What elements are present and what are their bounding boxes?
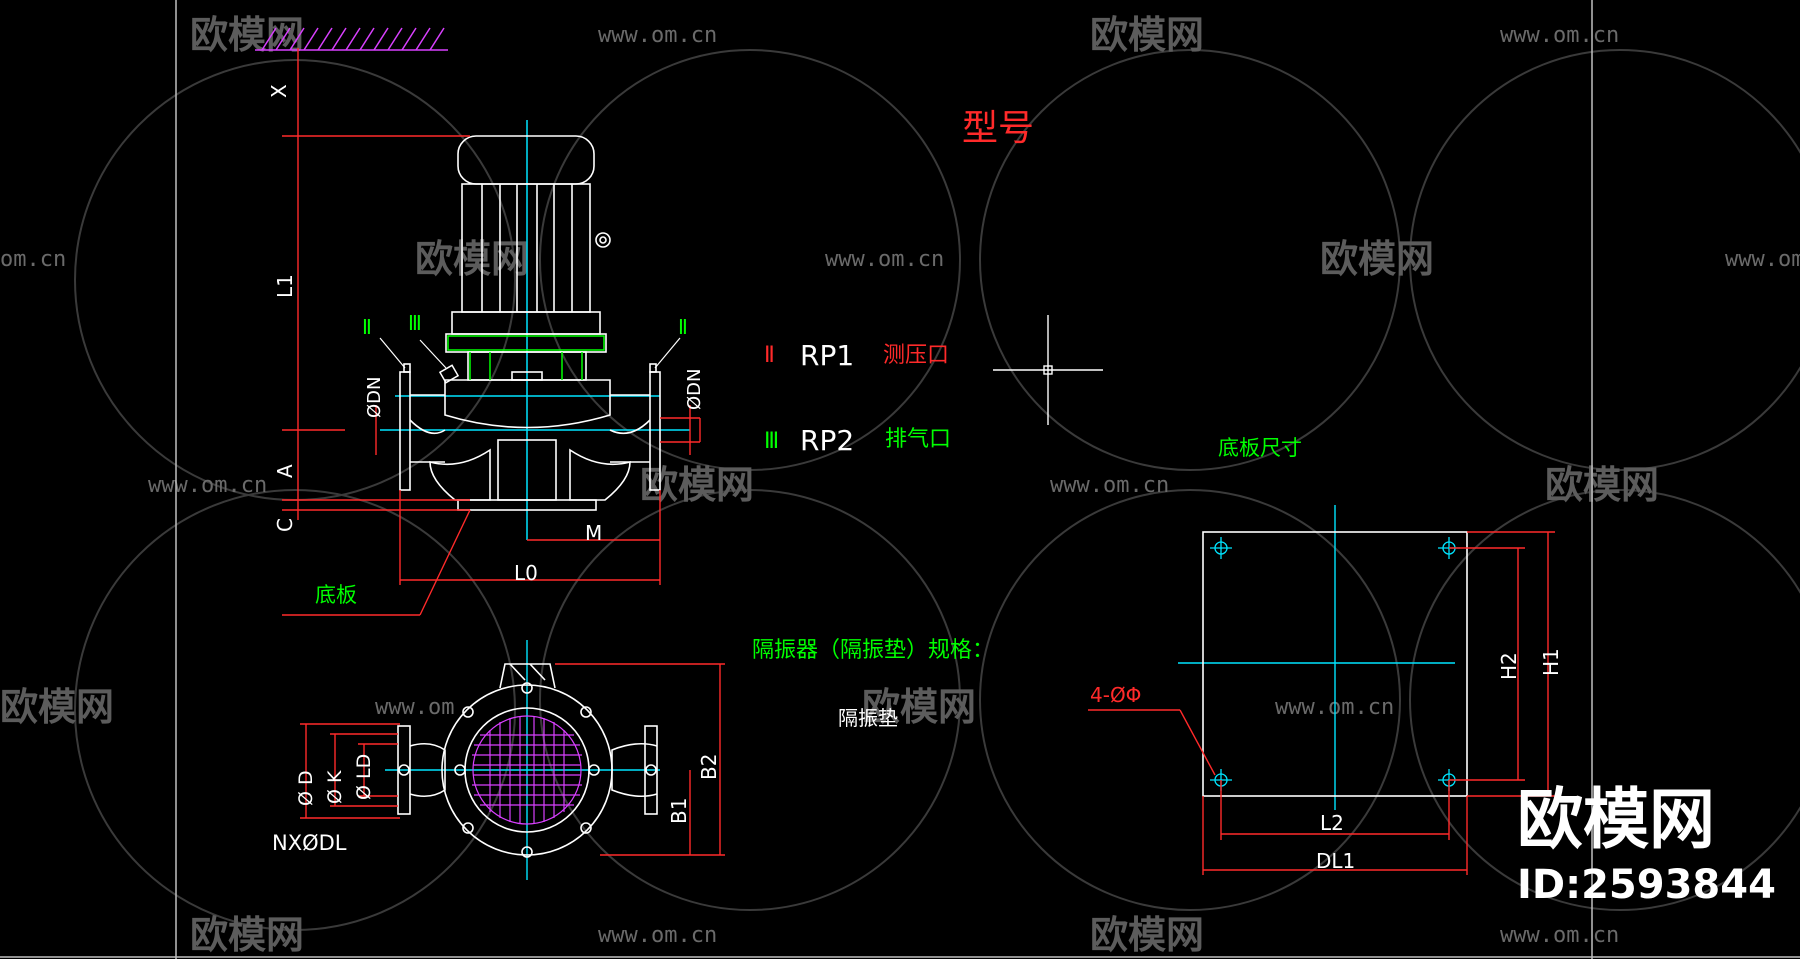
impeller-grid <box>472 715 582 825</box>
rp2-roman: Ⅲ <box>764 429 779 454</box>
dim-x-label: X <box>267 84 291 98</box>
watermark-brand: 欧模网 <box>1320 237 1434 281</box>
port-ii-right-label: Ⅱ <box>678 315 688 339</box>
watermark-url: www.om <box>375 695 454 720</box>
dim-b1-label: B1 <box>667 798 691 824</box>
dim-c-label: C <box>273 518 297 532</box>
dim-nxdl-label: NXØDL <box>272 831 347 855</box>
watermark-url: www.om.cn <box>1500 923 1619 948</box>
watermark-url: www.om.cn <box>825 247 944 272</box>
isolator-pad-label: 隔振垫 <box>838 706 898 730</box>
watermark-url: om.cn <box>0 247 66 272</box>
cad-crosshair-cursor <box>993 315 1103 425</box>
watermark-brand: 欧模网 <box>0 685 114 729</box>
dim-ld-label: Ø LD <box>353 754 375 800</box>
dim-h1-label: H1 <box>1539 648 1563 676</box>
watermark-url: www.om.cn <box>1500 23 1619 48</box>
front-view-dimensions <box>282 48 701 616</box>
dim-l1-label: L1 <box>273 274 297 298</box>
watermark-brand: 欧模网 <box>862 685 976 729</box>
dim-m-label: M <box>585 521 602 545</box>
rp2-code: RP2 <box>800 424 854 457</box>
pump-top-view: Ø D Ø K Ø LD B1 B2 NXØDL <box>272 640 725 880</box>
dim-dn-right-label: ØDN <box>684 369 705 411</box>
watermark-brand: 欧模网 <box>640 463 754 507</box>
wall-hatch <box>255 27 448 51</box>
baseplate-label: 底板 <box>315 583 357 607</box>
watermark-brand: 欧模网 <box>1090 913 1204 957</box>
rp1-desc: 测压口 <box>883 343 949 368</box>
baseplate-view: 底板尺寸 H2 H1 L2 <box>1088 436 1563 875</box>
badge-id: ID:2593844 <box>1517 862 1776 908</box>
watermark-brand: 欧模网 <box>1090 13 1204 57</box>
watermark-url: www.om.cn <box>598 923 717 948</box>
dim-k-label: Ø K <box>324 770 346 804</box>
model-title: 型号 <box>962 108 1034 149</box>
pump-front-view: Ⅱ Ⅲ Ⅱ <box>362 120 690 540</box>
front-view-dim-text: X L1 A C M L0 ØDN ØDN 底板 <box>267 84 705 607</box>
dim-dn-left-label: ØDN <box>364 377 385 419</box>
watermark-url: www.om.cn <box>1725 247 1800 272</box>
badge-title: 欧模网 <box>1517 781 1715 858</box>
dim-dl1-label: DL1 <box>1316 849 1355 873</box>
site-badge: 欧模网 ID:2593844 <box>1517 781 1776 908</box>
dim-h2-label: H2 <box>1497 652 1521 680</box>
watermark-url: www.om.cn <box>148 473 267 498</box>
port-ii-left-label: Ⅱ <box>362 315 372 339</box>
watermark-url: www.om.cn <box>1050 473 1169 498</box>
watermark-brand: 欧模网 <box>415 237 529 281</box>
port-legend: 型号 Ⅱ RP1 测压口 Ⅲ RP2 排气口 隔振器（隔振垫）规格： 隔振垫 <box>752 108 1034 730</box>
watermark-brand: 欧模网 <box>190 913 304 957</box>
port-iii-label: Ⅲ <box>408 311 422 335</box>
watermark-brand: 欧模网 <box>1545 463 1659 507</box>
watermark-url: www.om.cn <box>598 23 717 48</box>
dim-d-label: Ø D <box>295 770 317 806</box>
rp1-code: RP1 <box>800 339 854 372</box>
dim-b2-label: B2 <box>697 754 721 780</box>
rp1-roman: Ⅱ <box>764 343 775 368</box>
dim-a-label: A <box>273 464 297 478</box>
hole-callout-label: 4-ØΦ <box>1090 683 1141 707</box>
rp2-desc: 排气口 <box>885 427 951 452</box>
dim-l2-label: L2 <box>1320 811 1344 835</box>
dim-l0-label: L0 <box>514 561 538 585</box>
isolator-spec-label: 隔振器（隔振垫）规格： <box>752 638 994 663</box>
baseplate-size-title: 底板尺寸 <box>1218 436 1302 460</box>
